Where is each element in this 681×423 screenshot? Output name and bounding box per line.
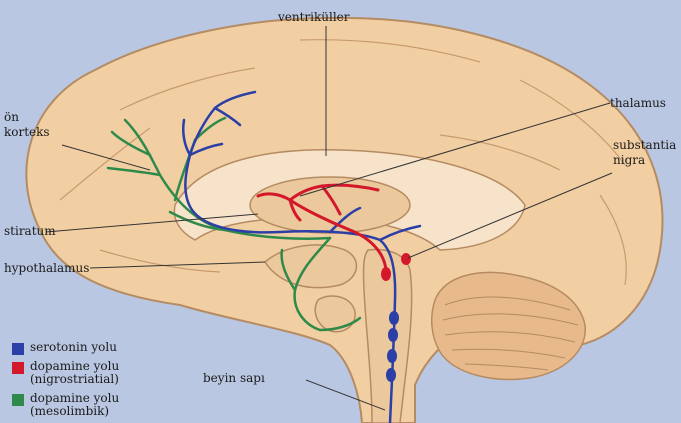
legend-item-mesolimbic: dopamine yolu (mesolimbik): [12, 392, 119, 418]
legend-swatch-serotonin: [12, 343, 24, 355]
label-front-cortex-line2: korteks: [4, 126, 50, 139]
legend-text-nigrostriatal: dopamine yolu (nigrostriatial): [30, 360, 119, 386]
legend-item-nigrostriatal: dopamine yolu (nigrostriatial): [12, 360, 119, 386]
label-hypothalamus: hypothalamus: [4, 262, 89, 275]
legend-text-serotonin: serotonin yolu: [30, 341, 117, 354]
label-front-cortex-line1: ön: [4, 111, 19, 124]
label-substantia-line2: nigra: [613, 154, 645, 167]
legend-swatch-mesolimbic: [12, 394, 24, 406]
legend-item-serotonin: serotonin yolu: [12, 341, 117, 355]
label-thalamus: thalamus: [610, 97, 666, 110]
legend-text-mesolimbic: dopamine yolu (mesolimbik): [30, 392, 119, 418]
label-substantia-line1: substantia: [613, 139, 676, 152]
label-striatum: stiratum: [4, 225, 56, 238]
label-brainstem: beyin sapı: [203, 372, 265, 385]
label-ventricles: ventriküller: [278, 11, 350, 24]
legend-swatch-nigrostriatal: [12, 362, 24, 374]
